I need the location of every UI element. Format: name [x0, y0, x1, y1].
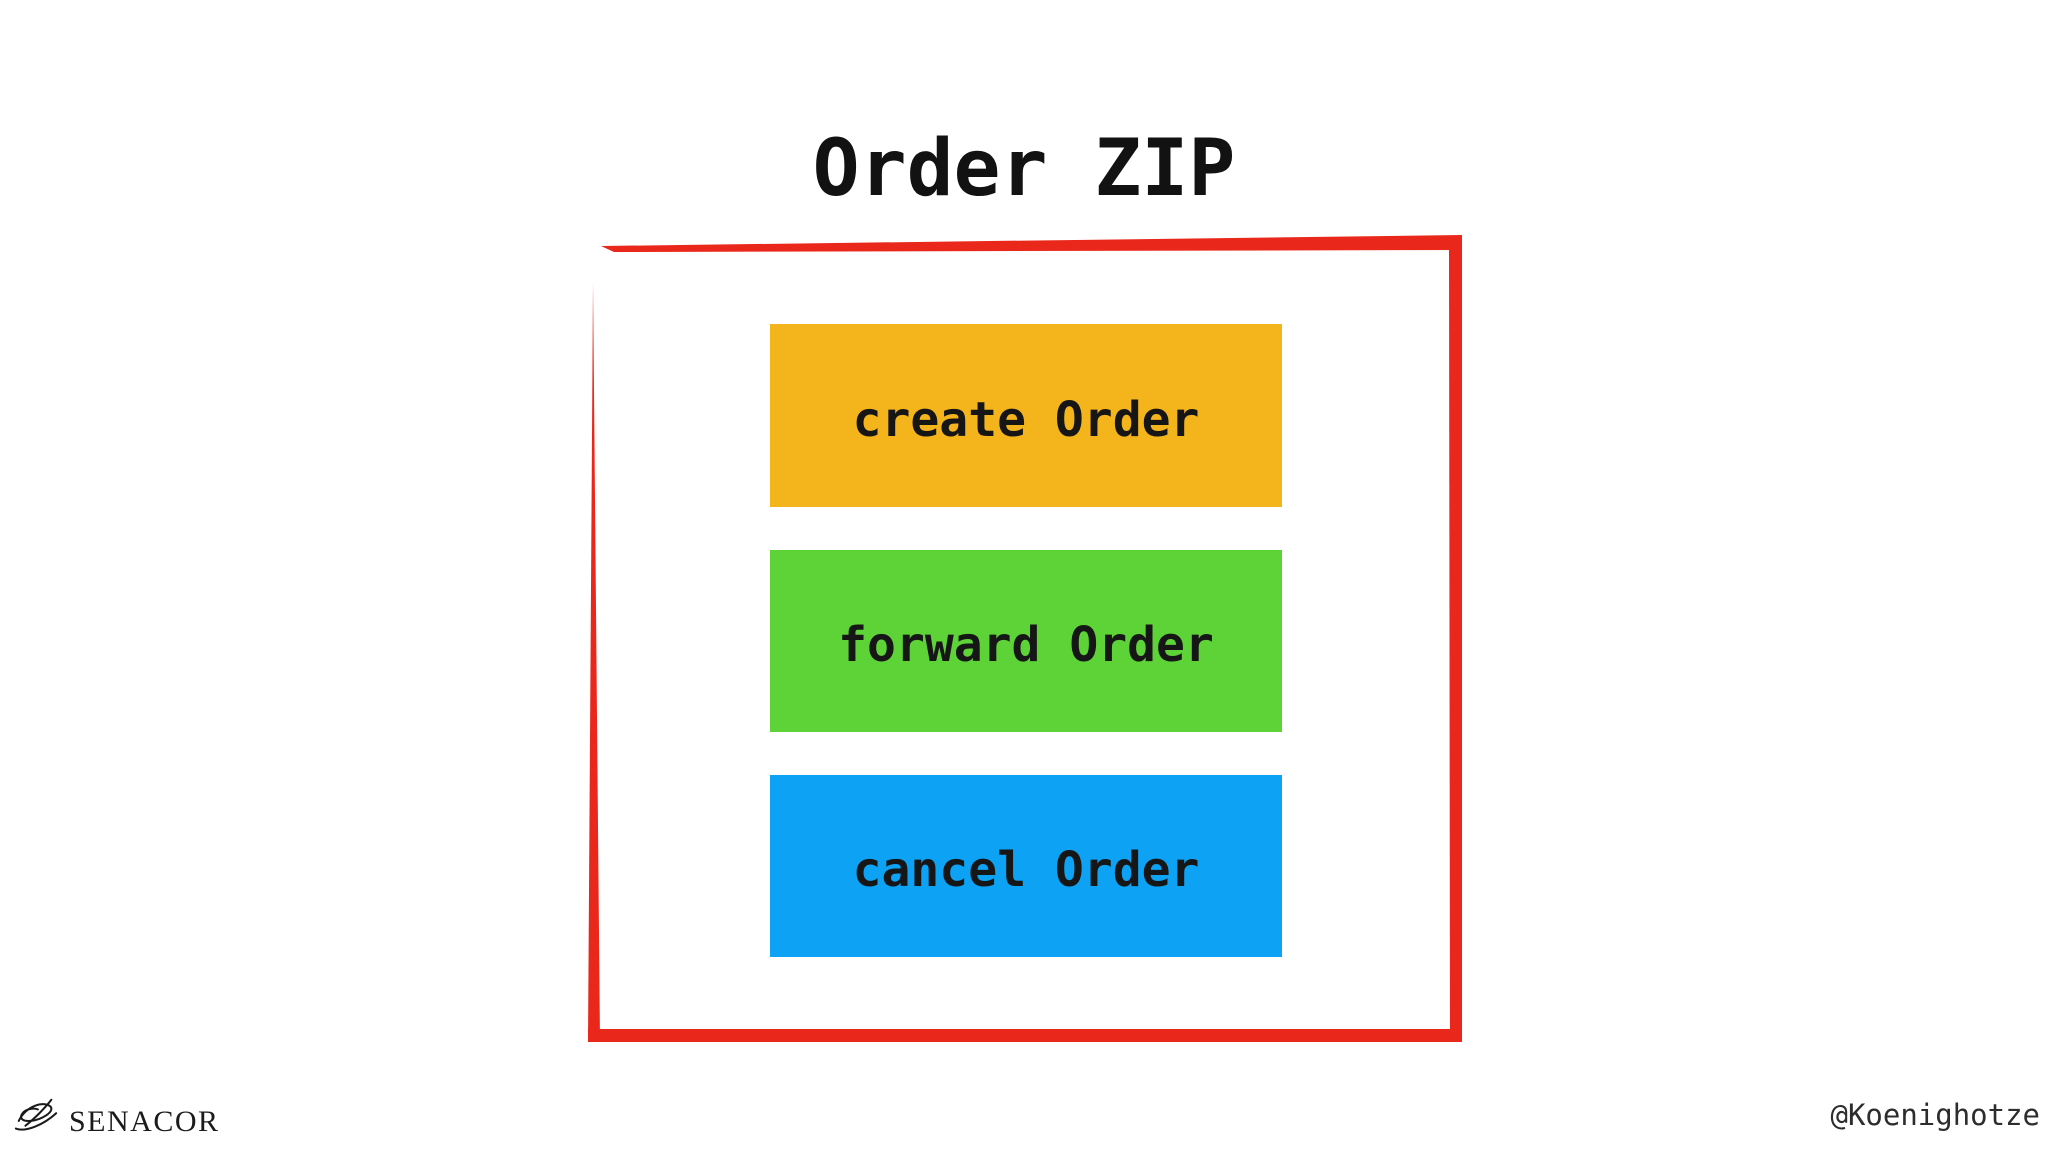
red-frame-bottom-edge [588, 1029, 1462, 1042]
brand-name: SENACOR [69, 1105, 220, 1138]
forward-order-label: forward Order [838, 617, 1214, 673]
senacor-scribble-icon [14, 1098, 58, 1131]
cancel-order-label: cancel Order [852, 842, 1200, 898]
page-title: Order ZIP [812, 124, 1236, 214]
red-frame-right-edge [1449, 236, 1462, 1042]
red-frame-top-edge [601, 235, 1462, 252]
forward-order-box: forward Order [770, 550, 1282, 732]
cancel-order-box: cancel Order [770, 775, 1282, 957]
brand-footer: SENACOR [12, 1094, 220, 1144]
author-handle: @Koenighotze [1830, 1098, 2040, 1132]
create-order-box: create Order [770, 324, 1282, 507]
create-order-label: create Order [852, 391, 1200, 448]
red-frame-left-edge [588, 283, 600, 1042]
